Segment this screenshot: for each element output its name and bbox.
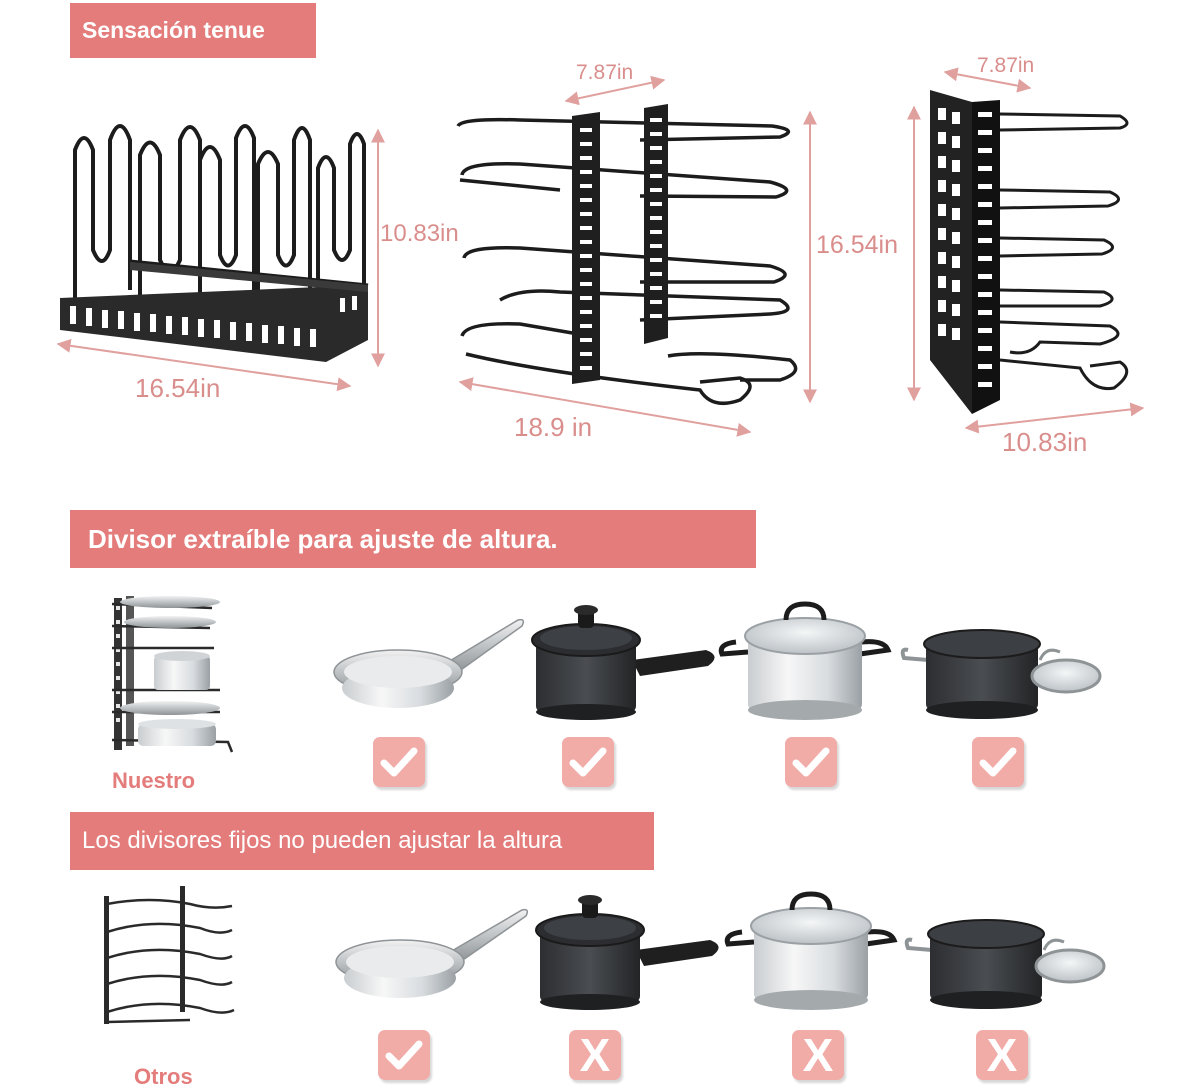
compat-others-stockpot: X [792, 1030, 844, 1080]
check-icon [792, 747, 830, 777]
dutch-oven-icon-row1 [900, 629, 1102, 719]
x-icon: X [802, 1029, 834, 1081]
banner-fixed: Los divisores fijos no pueden ajustar la… [70, 812, 654, 870]
compat-others-saucepan: X [569, 1030, 621, 1080]
rack-2-height-label: 16.54in [816, 231, 899, 259]
compat-ours-dutch-oven [972, 737, 1024, 787]
caption-others: Otros [134, 1064, 193, 1089]
rack-vertical-illustration [456, 117, 798, 406]
compat-ours-saucepan [562, 737, 614, 787]
compat-ours-frying-pan [373, 737, 425, 787]
stockpot-icon-row1 [718, 601, 892, 720]
x-icon: X [986, 1029, 1018, 1081]
compat-others-frying-pan [378, 1030, 430, 1080]
rack-side-illustration [930, 90, 1129, 414]
rack-1-height-label: 10.83in [380, 220, 459, 247]
banner-adjustable: Divisor extraíble para ajuste de altura. [70, 510, 756, 568]
check-icon [979, 747, 1017, 777]
saucepan-icon-row1 [531, 605, 715, 720]
rack-ours-thumbnail [111, 596, 234, 753]
dimension-arrows [56, 67, 1145, 437]
compat-others-dutch-oven: X [976, 1030, 1028, 1080]
check-icon [380, 747, 418, 777]
check-icon [569, 747, 607, 777]
compat-ours-stockpot [785, 737, 837, 787]
caption-ours: Nuestro [112, 768, 196, 793]
frying-pan-icon-row2 [335, 908, 529, 998]
check-icon [385, 1040, 423, 1070]
rack-vertical-posts [572, 104, 668, 384]
dutch-oven-icon-row2 [904, 919, 1106, 1009]
x-icon: X [579, 1029, 611, 1081]
banner-top: Sensación tenue [70, 3, 316, 58]
frying-pan-icon-row1 [333, 618, 525, 708]
rack-horizontal-base [60, 262, 368, 362]
rack-others-thumbnail [104, 886, 235, 1024]
saucepan-icon-row2 [535, 895, 719, 1010]
stockpot-icon-row2 [724, 891, 898, 1010]
